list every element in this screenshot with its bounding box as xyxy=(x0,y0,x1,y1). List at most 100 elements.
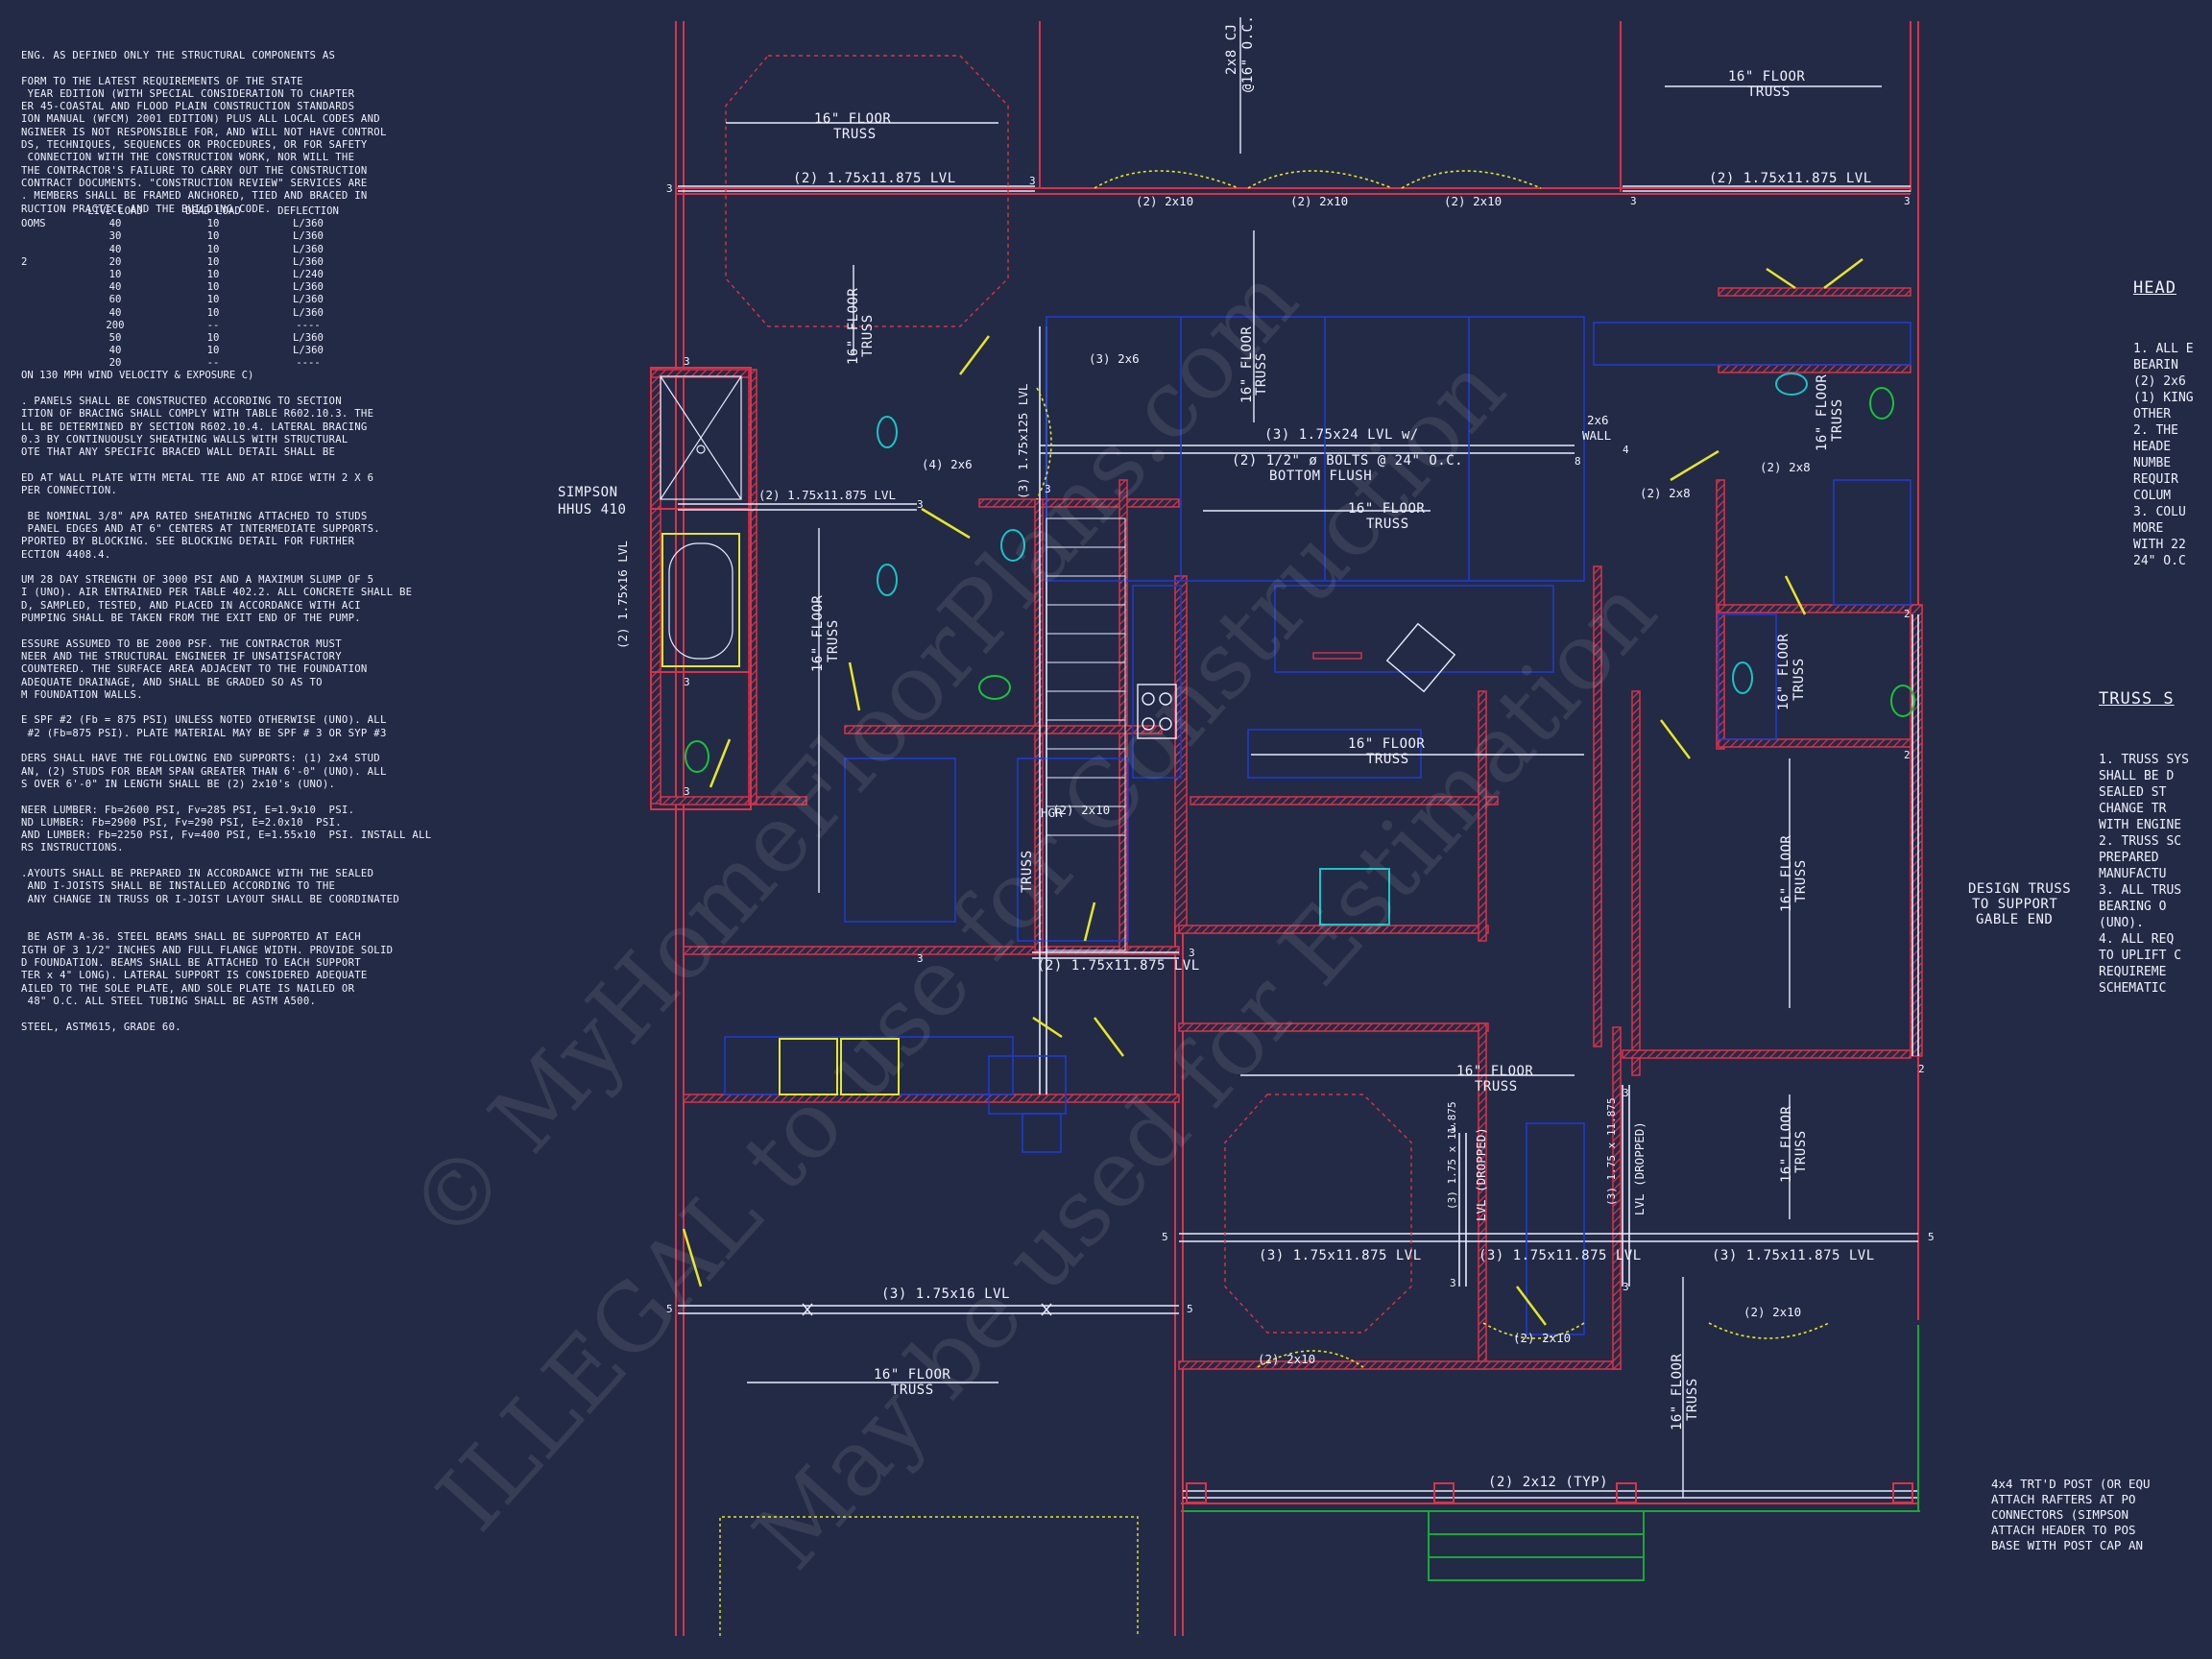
post-note: ATTACH HEADER TO POS xyxy=(1991,1523,2136,1537)
beam-label: (3) 1.75x16 LVL xyxy=(881,1286,1010,1302)
note-line: IGTH OF 3 1/2" INCHES AND FULL FLANGE WI… xyxy=(21,944,394,956)
header-note-line: MORE xyxy=(2133,521,2164,536)
note-line: ESSURE ASSUMED TO BE 2000 PSF. THE CONTR… xyxy=(21,637,342,650)
note-line: UM 28 DAY STRENGTH OF 3000 PSI AND A MAX… xyxy=(21,574,374,587)
header-note-line: 2. THE xyxy=(2133,423,2178,438)
beam-label: (2) 1.75x11.875 LVL xyxy=(1037,958,1200,974)
truss-note-line: 4. ALL REQ xyxy=(2099,932,2175,947)
stair xyxy=(1046,517,1126,951)
note-line: ION MANUAL (WFCM) 2001 EDITION) PLUS ALL… xyxy=(21,113,380,126)
simpson-label: SIMPSON xyxy=(558,485,618,500)
svg-text:8: 8 xyxy=(1575,455,1581,468)
svg-text:2: 2 xyxy=(1918,1063,1925,1075)
hgr-label: HGR xyxy=(1041,805,1063,820)
svg-text:TRUSS: TRUSS xyxy=(1475,1079,1518,1094)
note-line: S OVER 6'-0" IN LENGTH SHALL BE (2) 2x10… xyxy=(21,778,336,790)
garage-outline xyxy=(719,1516,1139,1636)
bay-outlines xyxy=(725,55,1412,1334)
bottom-flush-label: BOTTOM FLUSH xyxy=(1269,469,1372,484)
svg-text:3: 3 xyxy=(684,785,690,798)
header-note-line: WITH 22 xyxy=(2133,538,2186,552)
note-line: NEER LUMBER: Fb=2600 PSI, Fv=285 PSI, E=… xyxy=(21,804,355,816)
beam-marks xyxy=(802,1303,1052,1316)
svg-text:TRUSS: TRUSS xyxy=(891,1382,934,1398)
svg-text:16" FLOOR: 16" FLOOR xyxy=(1728,69,1805,84)
post-note: ATTACH RAFTERS AT PO xyxy=(1991,1492,2136,1506)
svg-text:16" FLOOR: 16" FLOOR xyxy=(1779,835,1794,912)
svg-text:16" FLOOR: 16" FLOOR xyxy=(1239,326,1255,403)
note-line: ADEQUATE DRAINAGE, AND SHALL BE GRADED S… xyxy=(21,676,323,688)
header-label: (2) 2x10 xyxy=(1052,803,1110,817)
note-line: AND LUMBER: Fb=2250 PSI, Fv=400 PSI, E=1… xyxy=(21,830,432,842)
beam-label: (3) 1.75x11.875 LVL xyxy=(1259,1248,1422,1263)
header-note-line: NUMBE xyxy=(2133,456,2172,470)
note-line: AILED TO THE SOLE PLATE, AND SOLE PLATE … xyxy=(21,982,355,995)
svg-text:16" FLOOR: 16" FLOOR xyxy=(1348,736,1425,752)
svg-text:16" FLOOR: 16" FLOOR xyxy=(1348,501,1425,517)
note-line: BE NOMINAL 3/8" APA RATED SHEATHING ATTA… xyxy=(21,510,368,522)
header-note-line: 3. COLU xyxy=(2133,505,2186,519)
design-truss-label: DESIGN TRUSS xyxy=(1968,881,2071,897)
note-line xyxy=(21,562,453,574)
truss-note-line: MANUFACTU xyxy=(2099,867,2167,881)
svg-text:TRUSS: TRUSS xyxy=(1020,850,1035,893)
svg-text:3: 3 xyxy=(666,182,673,195)
dropped-beam-label: (3) 1.75 x 11.875 xyxy=(1605,1097,1618,1206)
bolts-label: (2) 1/2" ø BOLTS @ 24" O.C. xyxy=(1232,453,1463,469)
wall-label: WALL xyxy=(1582,428,1611,443)
svg-text:3: 3 xyxy=(1450,1123,1456,1136)
note-line: ITION OF BRACING SHALL COMPLY WITH TABLE… xyxy=(21,408,374,421)
load-table-row: 20------ xyxy=(108,357,321,370)
note-line: ND LUMBER: Fb=2900 PSI, Fv=290 PSI, E=2.… xyxy=(21,816,342,829)
header-label: (4) 2x6 xyxy=(922,457,973,471)
svg-text:TRUSS: TRUSS xyxy=(1793,859,1809,902)
svg-text:4: 4 xyxy=(1623,444,1629,456)
header-note-line: COLUM xyxy=(2133,489,2172,503)
note-line: CONTRACT DOCUMENTS. "CONSTRUCTION REVIEW… xyxy=(21,177,368,189)
header-note-line: HEADE xyxy=(2133,440,2172,454)
truss-note-line: SCHEMATIC xyxy=(2099,981,2167,996)
header-label: (2) 2x10 xyxy=(1513,1331,1571,1345)
header-label: (2) 2x8 xyxy=(1760,460,1811,474)
header-note-line: REQUIR xyxy=(2133,472,2178,487)
note-line: STEEL, ASTM615, GRADE 60. xyxy=(21,1021,181,1033)
note-line: DERS SHALL HAVE THE FOLLOWING END SUPPOR… xyxy=(21,753,380,765)
svg-text:TRUSS: TRUSS xyxy=(826,619,841,662)
truss-note-line: (UNO). xyxy=(2099,916,2144,930)
hhus-label: HHUS 410 xyxy=(558,502,626,517)
svg-text:2: 2 xyxy=(1904,608,1911,620)
note-line: . PANELS SHALL BE CONSTRUCTED ACCORDING … xyxy=(21,396,342,407)
svg-text:TRUSS: TRUSS xyxy=(1254,352,1269,396)
svg-text:TRUSS: TRUSS xyxy=(1366,752,1409,767)
front-step xyxy=(1183,1325,1920,1581)
svg-text:16" FLOOR: 16" FLOOR xyxy=(874,1367,950,1382)
beam-label: (3) 1.75x11.875 LVL xyxy=(1712,1248,1875,1263)
svg-text:16" FLOOR: 16" FLOOR xyxy=(1670,1354,1685,1431)
note-line: RS INSTRUCTIONS. xyxy=(21,842,124,854)
svg-text:3: 3 xyxy=(917,952,924,965)
note-line xyxy=(21,906,453,919)
note-line: PUMPING SHALL BE TAKEN FROM THE EXIT END… xyxy=(21,613,361,625)
note-line xyxy=(21,497,453,510)
header-note-line: (2) 2x6 xyxy=(2133,374,2186,389)
wall-size-label: 2x6 xyxy=(1587,413,1609,427)
note-line xyxy=(21,855,453,868)
svg-text:2: 2 xyxy=(1904,749,1911,761)
svg-text:3: 3 xyxy=(684,676,690,688)
svg-text:3: 3 xyxy=(1630,195,1637,207)
plan-labels: 16" FLOOR TRUSS 16" FLOOR TRUSS (2) 1.75… xyxy=(558,15,2151,1552)
svg-text:3: 3 xyxy=(1623,1281,1629,1293)
shower xyxy=(660,375,742,500)
note-line: PANEL EDGES AND AT 6" CENTERS AT INTERME… xyxy=(21,522,380,535)
beam-label: (3) 1.75x125 LVL xyxy=(1016,384,1030,499)
note-line: PPORTED BY BLOCKING. SEE BLOCKING DETAIL… xyxy=(21,536,355,548)
header-label: (2) 2x10 xyxy=(1290,194,1348,208)
